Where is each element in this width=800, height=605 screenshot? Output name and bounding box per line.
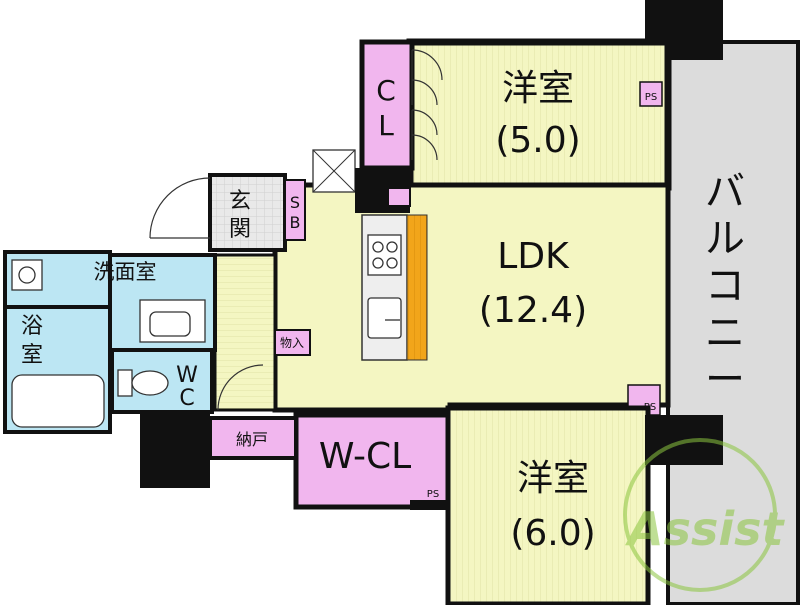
ps-upper-mini — [387, 187, 411, 207]
wall-block-bottom — [410, 500, 448, 510]
closet-storage-label: 納戸 — [236, 430, 268, 449]
storage — [274, 329, 311, 356]
closet — [359, 39, 415, 171]
toilet-label-1: W — [176, 363, 198, 388]
closet-doors — [411, 49, 443, 161]
ldk-size: (12.4) — [479, 290, 587, 331]
shaft-box — [312, 149, 356, 193]
sink-icon — [367, 297, 402, 339]
entrance-label-2: 関 — [229, 217, 251, 242]
balcony-char-4: ニ — [705, 310, 745, 356]
western-room-upper-size: (5.0) — [495, 120, 580, 161]
western-room-upper — [406, 38, 672, 191]
western-room-lower-label: 洋室 — [517, 458, 589, 499]
pipe-space-bottom-label: PS — [427, 489, 439, 500]
western-room-lower-size: (6.0) — [510, 513, 595, 554]
walk-in-closet — [293, 412, 451, 510]
ldk-floor — [272, 182, 671, 413]
toilet-label-2: C — [179, 386, 194, 411]
toilet-door-icon — [217, 364, 264, 411]
bathroom-label-2: 室 — [21, 343, 43, 368]
pipe-space-top — [639, 81, 663, 107]
front-door-icon — [149, 177, 211, 239]
entrance — [208, 173, 287, 252]
wall-block-left — [140, 410, 210, 488]
shoe-box-label-1: S — [290, 193, 300, 212]
entrance-label-1: 玄 — [229, 189, 251, 214]
bathtub-icon — [11, 374, 105, 428]
western-room-upper-label: 洋室 — [502, 68, 574, 109]
wash-basin-icon — [139, 299, 206, 343]
toilet-icon — [117, 369, 169, 397]
washing-machine-icon — [11, 259, 43, 291]
watermark-text: Assist — [625, 502, 786, 556]
western-room-lower — [445, 405, 651, 605]
assist-watermark: Assist — [623, 438, 786, 592]
bathroom-label-1: 浴 — [21, 314, 43, 339]
balcony-char-5: ー — [705, 357, 745, 403]
walk-in-closet-label: W-CL — [319, 436, 411, 477]
balcony-char-3: コ — [705, 263, 745, 309]
balcony-char-1: バ — [705, 169, 745, 215]
kitchen-back-counter — [406, 214, 428, 361]
balcony-char-2: ル — [705, 216, 745, 262]
ldk-label: LDK — [497, 236, 570, 277]
shoe-box-label-2: B — [290, 213, 301, 232]
closet-label-2: L — [378, 109, 394, 142]
shoe-box — [284, 179, 306, 241]
closet-label-1: C — [376, 74, 396, 107]
closet-storage — [208, 416, 298, 460]
storage-label: 物入 — [280, 336, 304, 350]
pipe-space-top-label: PS — [645, 92, 657, 103]
pipe-space-right-label: PS — [644, 402, 656, 413]
stove-icon — [367, 234, 402, 276]
washroom-label: 洗面室 — [94, 260, 157, 284]
